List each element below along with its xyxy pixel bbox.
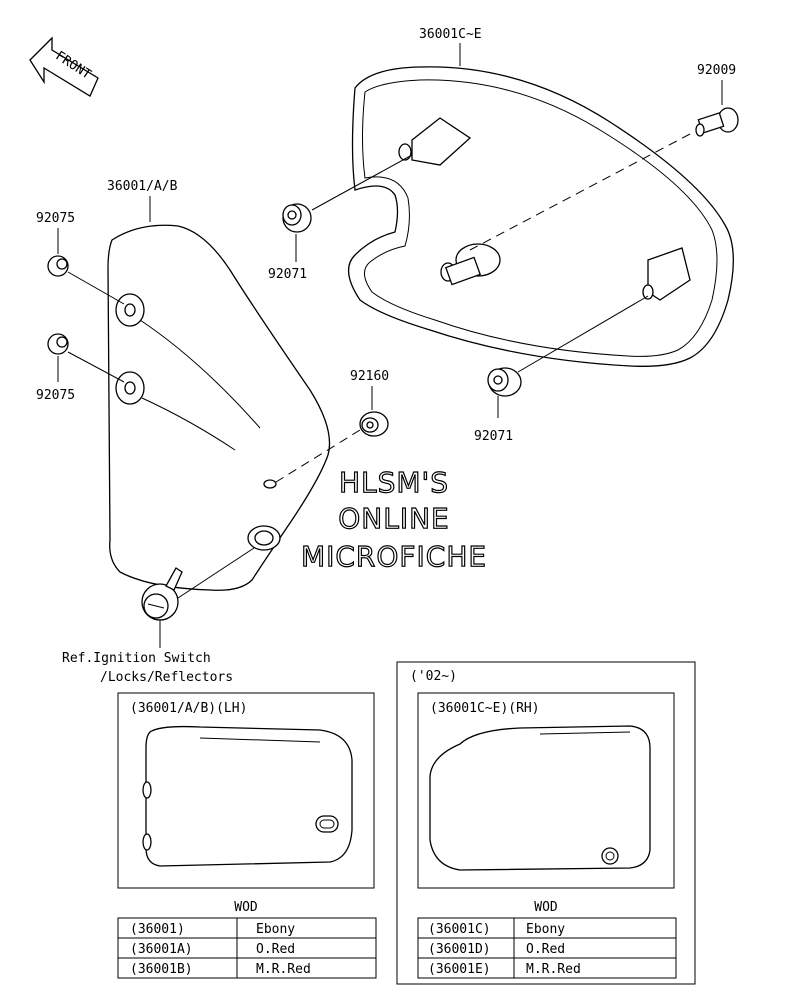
inset-rh-row-2-code: (36001E) bbox=[428, 962, 491, 977]
ref-note-line1: Ref.Ignition Switch bbox=[62, 651, 211, 666]
front-arrow-icon: FRONT bbox=[29, 36, 99, 97]
lh-side-cover bbox=[107, 224, 331, 591]
inset-rh-table-header: WOD bbox=[534, 900, 558, 915]
inset-rh-row-1-color: O.Red bbox=[526, 942, 565, 957]
grommet-92160 bbox=[359, 411, 389, 437]
inset-lh-row-2-color: M.R.Red bbox=[256, 962, 311, 977]
inset-rh-title: (36001C~E)(RH) bbox=[430, 701, 540, 716]
part-number-92075-upper: 92075 bbox=[36, 211, 75, 226]
part-number-36001c-e: 36001C~E bbox=[419, 27, 482, 42]
inset-lh-row-0-code: (36001) bbox=[130, 922, 185, 937]
rh-side-cover bbox=[348, 66, 734, 367]
inset-lh: (36001/A/B)(LH) WOD (36001) Ebony (36001… bbox=[117, 692, 377, 979]
grommet-92071-upper bbox=[282, 203, 312, 233]
watermark-line3: MICROFICHE bbox=[301, 540, 487, 573]
inset-rh-row-0-code: (36001C) bbox=[428, 922, 491, 937]
grommet-92075-lower bbox=[47, 333, 69, 355]
part-number-92075-lower: 92075 bbox=[36, 388, 75, 403]
inset-lh-table-header: WOD bbox=[234, 900, 258, 915]
inset-rh-year: ('02~) bbox=[410, 669, 457, 684]
inset-rh-row-2-color: M.R.Red bbox=[526, 962, 581, 977]
inset-rh-row-1-code: (36001D) bbox=[428, 942, 491, 957]
inset-lh-row-2-code: (36001B) bbox=[130, 962, 193, 977]
part-number-36001-a-b: 36001/A/B bbox=[107, 179, 178, 194]
part-number-92160: 92160 bbox=[350, 369, 389, 384]
part-number-92071-lower: 92071 bbox=[474, 429, 513, 444]
inset-lh-title: (36001/A/B)(LH) bbox=[130, 701, 247, 716]
inset-rh-row-0-color: Ebony bbox=[526, 922, 565, 937]
inset-lh-row-1-code: (36001A) bbox=[130, 942, 193, 957]
watermark-line1: HLSM'S bbox=[339, 466, 449, 499]
inset-rh: ('02~) (36001C~E)(RH) WOD (36001C) Ebony… bbox=[396, 661, 696, 985]
grommet-92071-lower bbox=[487, 367, 522, 397]
ref-note-line2: /Locks/Reflectors bbox=[100, 670, 233, 685]
ignition-lock bbox=[141, 567, 183, 621]
grommet-92075-upper bbox=[47, 255, 69, 277]
part-number-92009: 92009 bbox=[697, 63, 736, 78]
inset-lh-row-1-color: O.Red bbox=[256, 942, 295, 957]
inset-lh-row-0-color: Ebony bbox=[256, 922, 295, 937]
part-number-92071-upper: 92071 bbox=[268, 267, 307, 282]
bolt-92009 bbox=[695, 107, 739, 137]
watermark-line2: ONLINE bbox=[338, 502, 449, 535]
